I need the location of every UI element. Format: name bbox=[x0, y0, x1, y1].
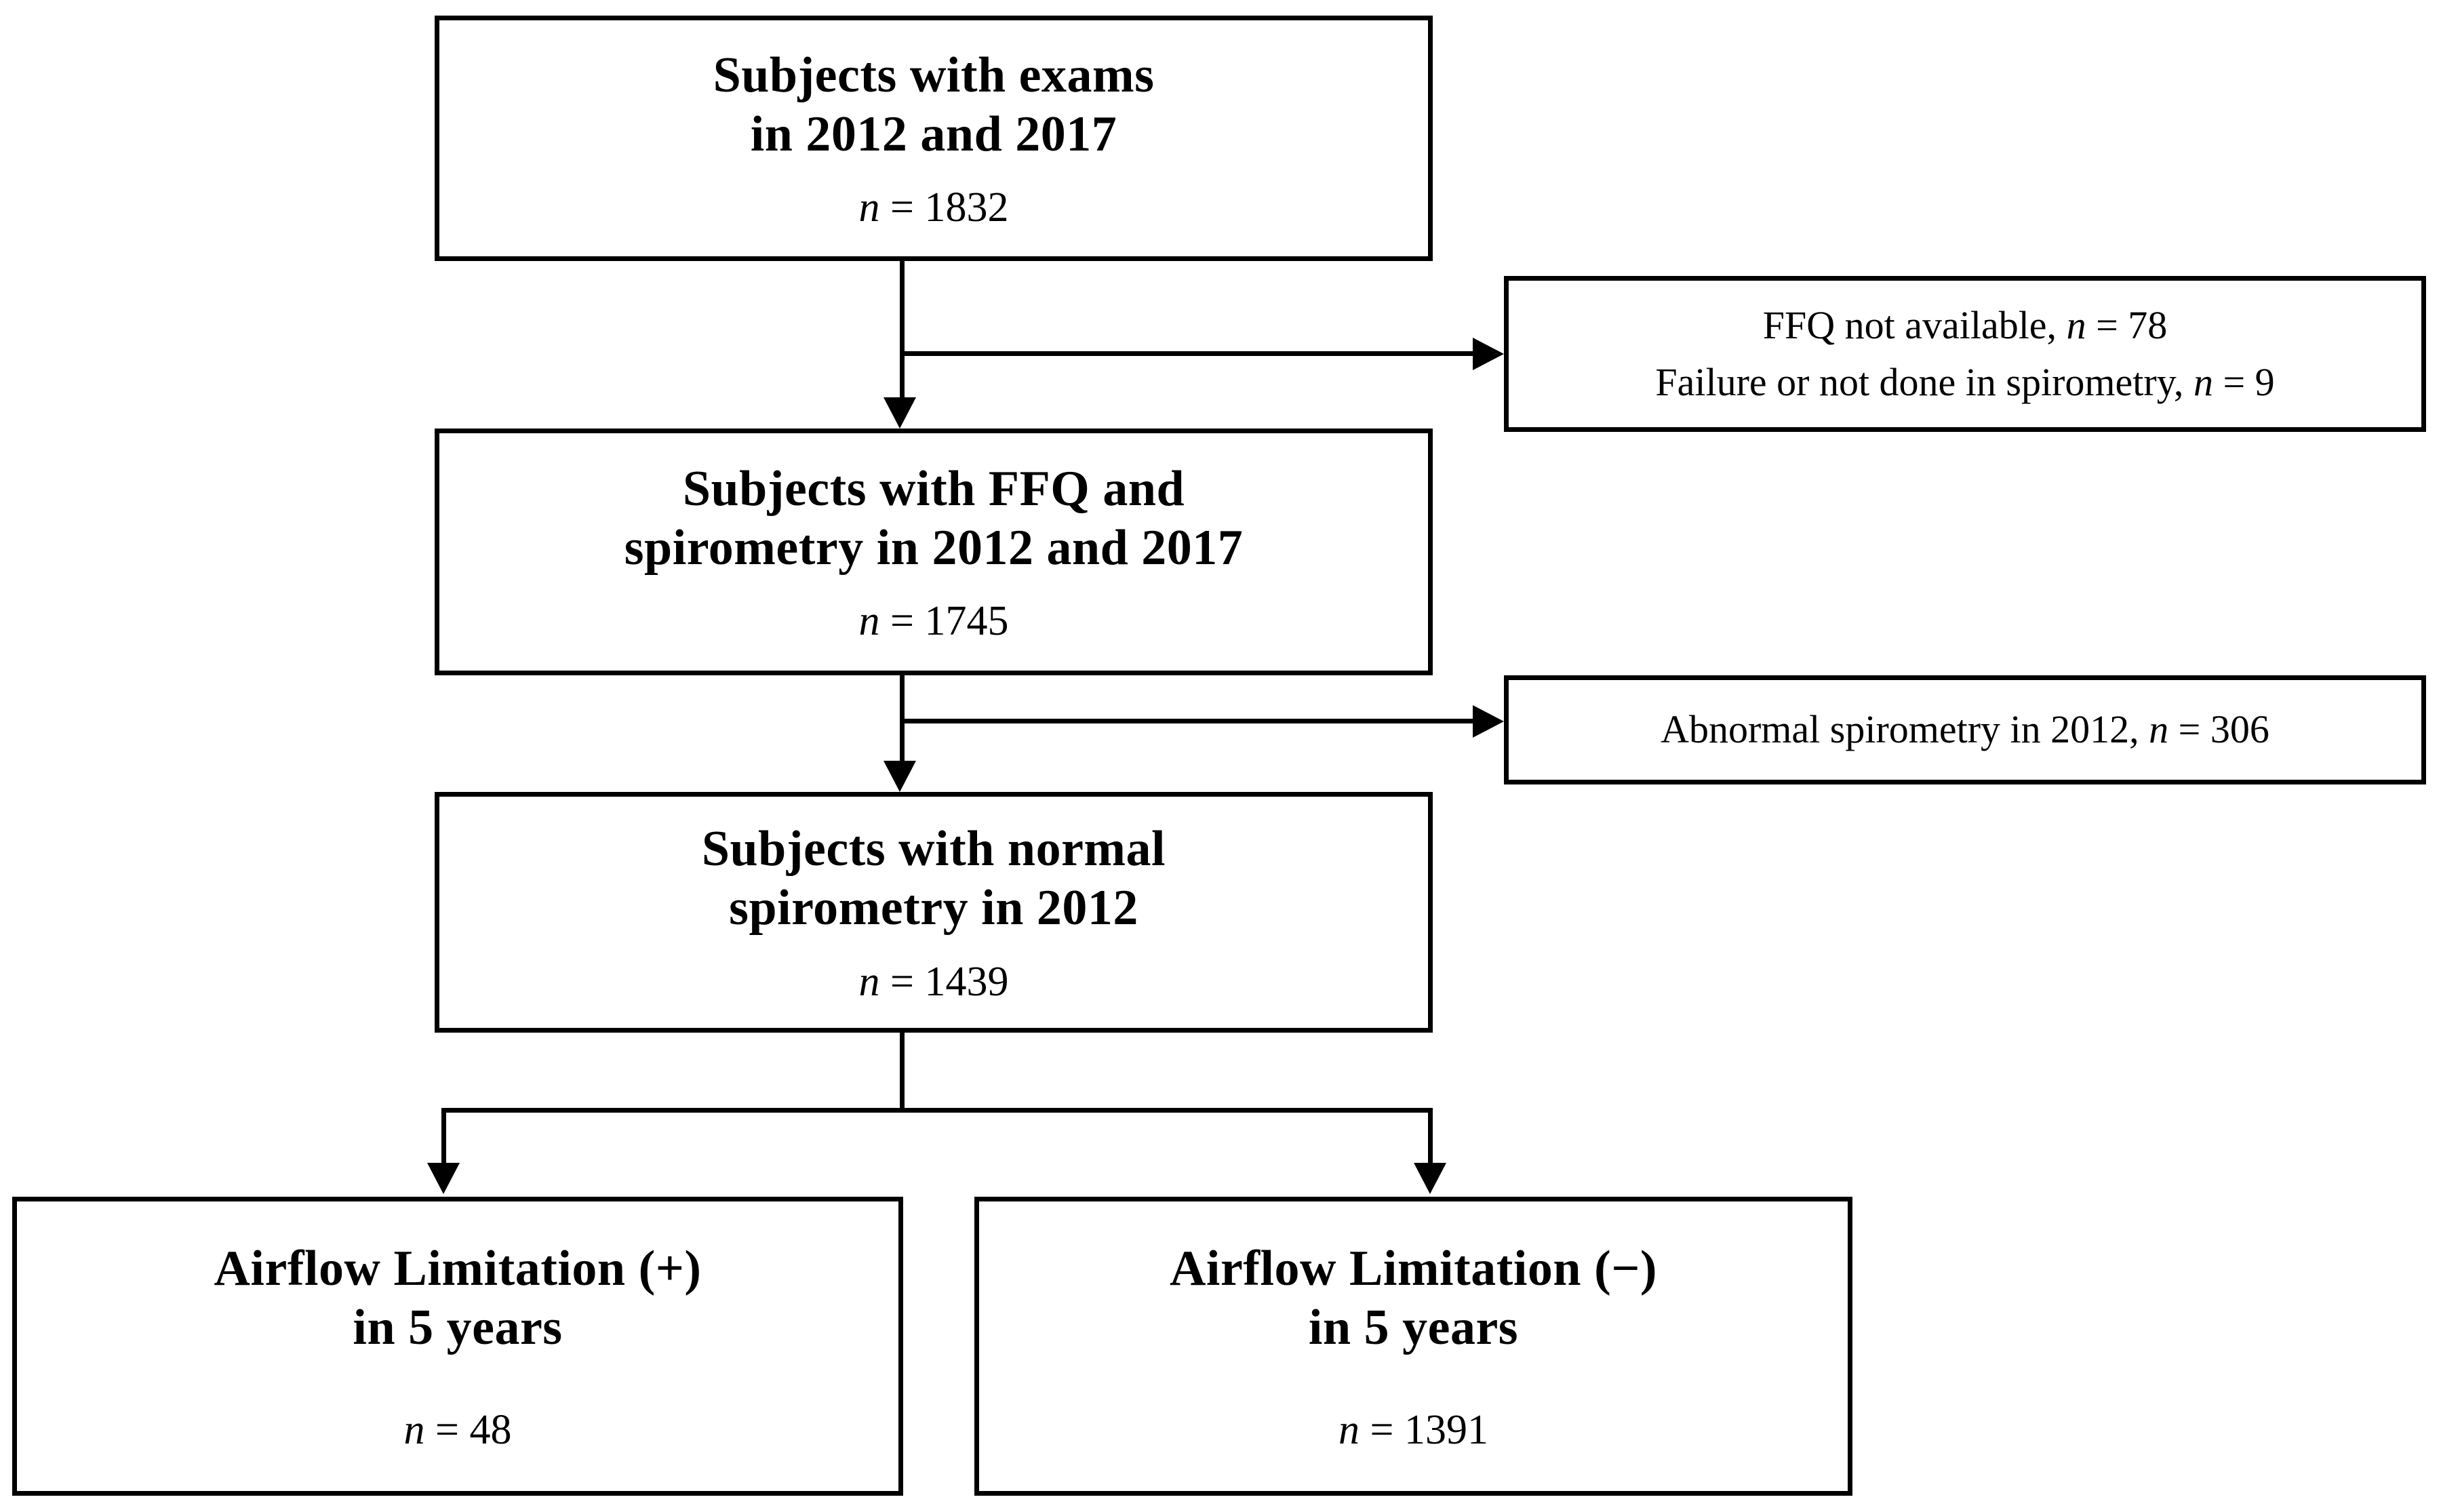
exclusion-line: FFQ not available, n = 78 bbox=[1763, 297, 2168, 354]
node-count: n = 1391 bbox=[1338, 1407, 1488, 1453]
connector-exams-to-ffq bbox=[900, 261, 905, 400]
node-count: n = 1745 bbox=[859, 598, 1009, 644]
node-title-line-1: Airflow Limitation (+) bbox=[214, 1241, 702, 1297]
n-value: 9 bbox=[2255, 360, 2275, 404]
node-subjects-with-exams: Subjects with exams in 2012 and 2017 n =… bbox=[435, 16, 1433, 261]
n-value: 1832 bbox=[924, 184, 1009, 231]
node-title: Airflow Limitation (−) in 5 years bbox=[1170, 1239, 1657, 1358]
connector-exams-to-exclusion-1 bbox=[900, 351, 1473, 356]
equals-sign: = bbox=[2086, 302, 2128, 347]
n-symbol: n bbox=[858, 184, 880, 231]
connector-ffq-to-exclusion-2 bbox=[900, 719, 1473, 723]
equals-sign: = bbox=[424, 1406, 470, 1453]
arrow-down-icon bbox=[1414, 1163, 1446, 1194]
arrow-down-icon bbox=[884, 761, 916, 792]
arrow-down-icon bbox=[884, 397, 916, 429]
equals-sign: = bbox=[2168, 707, 2210, 752]
n-symbol: n bbox=[2149, 707, 2169, 752]
n-symbol: n bbox=[2066, 302, 2086, 347]
connector-fork-to-airflow-positive bbox=[441, 1108, 446, 1166]
n-symbol: n bbox=[2193, 360, 2213, 404]
node-title: Subjects with normal spirometry in 2012 bbox=[702, 820, 1166, 938]
n-value: 306 bbox=[2210, 707, 2269, 752]
node-title: Subjects with exams in 2012 and 2017 bbox=[713, 46, 1155, 165]
node-count: n = 1439 bbox=[859, 959, 1009, 1005]
n-value: 1439 bbox=[924, 958, 1009, 1005]
node-title-line-1: Subjects with normal bbox=[701, 821, 1166, 877]
arrow-down-icon bbox=[427, 1163, 460, 1194]
n-symbol: n bbox=[858, 958, 880, 1005]
node-title-line-2: spirometry in 2012 bbox=[729, 880, 1138, 936]
node-title-line-2: spirometry in 2012 and 2017 bbox=[624, 519, 1244, 576]
n-value: 1745 bbox=[924, 598, 1009, 645]
exclusion-reason: FFQ not available, bbox=[1762, 302, 2067, 347]
equals-sign: = bbox=[2212, 360, 2255, 404]
connector-normal-fork-bar bbox=[441, 1108, 1433, 1113]
connector-normal-fork-stem bbox=[900, 1033, 905, 1113]
node-title-line-1: Subjects with FFQ and bbox=[682, 460, 1185, 517]
arrow-right-icon bbox=[1473, 338, 1504, 370]
node-airflow-limitation-negative: Airflow Limitation (−) in 5 years n = 13… bbox=[974, 1197, 1852, 1496]
node-exclusion-1: FFQ not available, n = 78 Failure or not… bbox=[1504, 276, 2426, 432]
node-count: n = 1832 bbox=[859, 184, 1009, 231]
node-subjects-with-normal-spirometry: Subjects with normal spirometry in 2012 … bbox=[435, 792, 1433, 1033]
node-title: Subjects with FFQ and spirometry in 2012… bbox=[624, 460, 1244, 578]
exclusion-line: Failure or not done in spirometry, n = 9 bbox=[1655, 354, 2274, 411]
equals-sign: = bbox=[1360, 1406, 1404, 1453]
exclusion-reason: Failure or not done in spirometry, bbox=[1655, 360, 2194, 404]
node-title-line-2: in 2012 and 2017 bbox=[750, 106, 1117, 162]
equals-sign: = bbox=[879, 958, 925, 1005]
equals-sign: = bbox=[879, 598, 925, 645]
n-symbol: n bbox=[858, 598, 880, 645]
node-title-line-2: in 5 years bbox=[1308, 1300, 1519, 1356]
arrow-right-icon bbox=[1473, 705, 1504, 738]
node-airflow-limitation-positive: Airflow Limitation (+) in 5 years n = 48 bbox=[12, 1197, 903, 1496]
n-value: 78 bbox=[2128, 302, 2168, 347]
n-symbol: n bbox=[403, 1406, 425, 1453]
n-value: 48 bbox=[469, 1406, 512, 1453]
node-title: Airflow Limitation (+) in 5 years bbox=[214, 1239, 701, 1358]
connector-fork-to-airflow-negative bbox=[1428, 1108, 1433, 1166]
node-exclusion-2: Abnormal spirometry in 2012, n = 306 bbox=[1504, 675, 2426, 784]
node-subjects-with-ffq-and-spirometry: Subjects with FFQ and spirometry in 2012… bbox=[435, 429, 1433, 675]
node-title-line-1: Airflow Limitation (−) bbox=[1169, 1241, 1658, 1297]
exclusion-line: Abnormal spirometry in 2012, n = 306 bbox=[1661, 701, 2269, 758]
n-symbol: n bbox=[1338, 1406, 1360, 1453]
exclusion-reason: Abnormal spirometry in 2012, bbox=[1661, 707, 2149, 752]
node-title-line-1: Subjects with exams bbox=[713, 47, 1155, 103]
node-count: n = 48 bbox=[404, 1407, 512, 1453]
n-value: 1391 bbox=[1404, 1406, 1488, 1453]
equals-sign: = bbox=[879, 184, 925, 231]
node-title-line-2: in 5 years bbox=[353, 1300, 563, 1356]
